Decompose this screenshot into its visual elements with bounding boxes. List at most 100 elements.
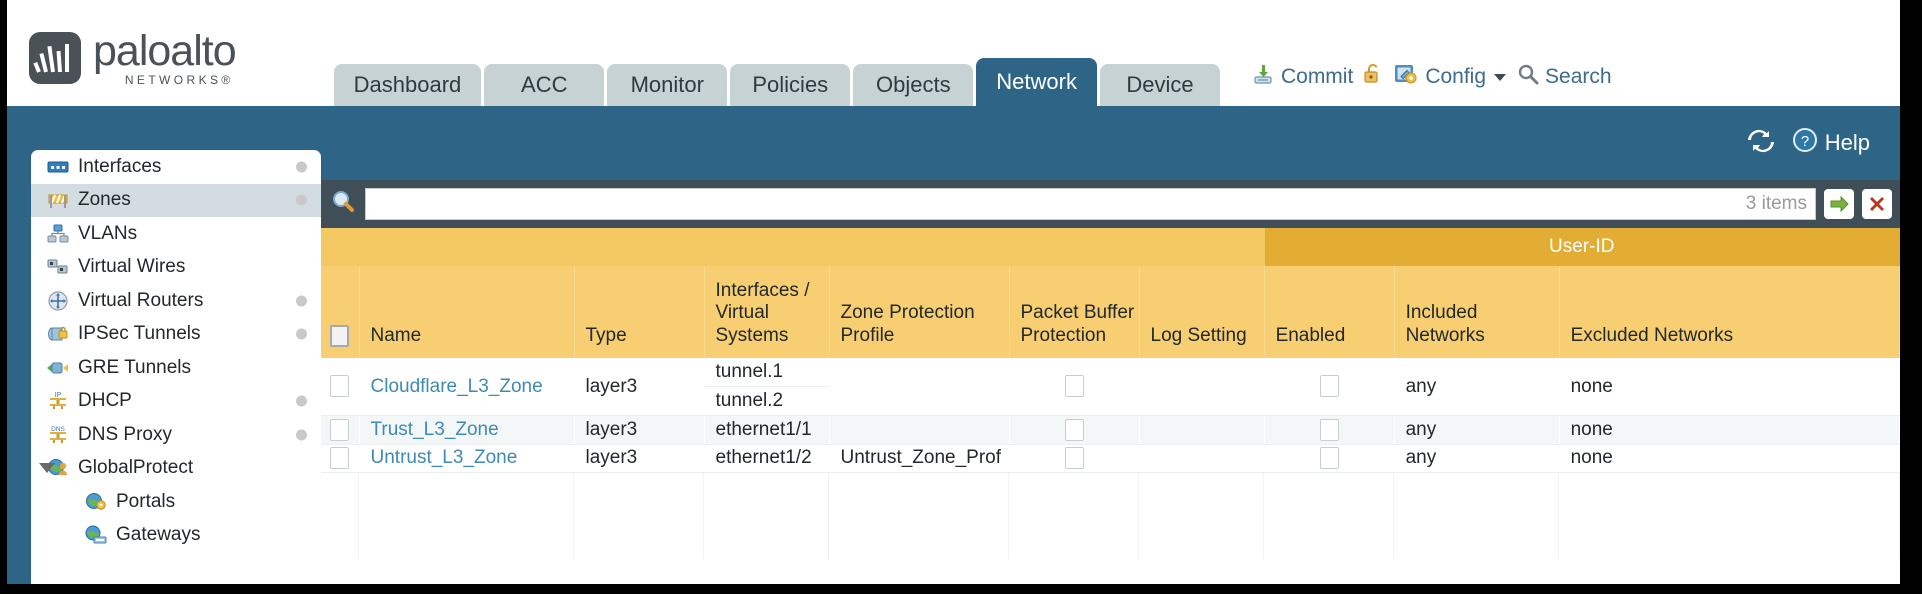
- col-header-type[interactable]: Type: [574, 266, 705, 358]
- sidebar-item-virtual-wires[interactable]: Virtual Wires: [31, 251, 321, 285]
- cell-interfaces: tunnel.1 tunnel.2: [704, 358, 830, 416]
- table-row[interactable]: Trust_L3_Zone layer3 ethernet1/1 any non…: [321, 415, 1901, 445]
- zone-name-link[interactable]: Untrust_L3_Zone: [370, 447, 518, 469]
- cell-packet-buffer-protection[interactable]: [1009, 415, 1140, 445]
- select-all-checkbox[interactable]: [330, 324, 350, 347]
- chevron-down-icon[interactable]: [39, 463, 55, 474]
- svg-text:IP: IP: [55, 392, 62, 399]
- commit-label: Commit: [1280, 65, 1354, 88]
- table-row[interactable]: Cloudflare_L3_Zone layer3 tunnel.1 tunne…: [321, 358, 1901, 416]
- sub-toolbar: ? Help: [7, 106, 1900, 180]
- paloalto-logo[interactable]: paloalto NETWORKS®: [29, 27, 237, 86]
- col-header-interfaces[interactable]: Interfaces / Virtual Systems: [704, 266, 830, 358]
- dhcp-icon: IP: [45, 390, 71, 412]
- commit-button[interactable]: Commit: [1251, 62, 1353, 92]
- tab-dashboard[interactable]: Dashboard: [333, 64, 482, 106]
- status-dot: [296, 395, 307, 407]
- cell-type: layer3: [574, 415, 705, 445]
- tab-objects[interactable]: Objects: [853, 64, 974, 106]
- row-checkbox[interactable]: [330, 375, 350, 398]
- table-row[interactable]: Untrust_L3_Zone layer3 ethernet1/2 Untru…: [321, 444, 1901, 473]
- status-dot: [296, 295, 307, 307]
- interface-entry: tunnel.2: [715, 389, 784, 411]
- select-all-header[interactable]: [321, 266, 360, 358]
- sidebar-item-portals[interactable]: Portals: [31, 485, 321, 519]
- sidebar-item-interfaces[interactable]: Interfaces: [31, 150, 321, 184]
- table-header-row: Name Type Interfaces / Virtual Systems Z…: [321, 266, 1901, 358]
- sidebar-item-vlans[interactable]: VLANs: [31, 217, 321, 251]
- userid-enabled-checkbox[interactable]: [1319, 375, 1339, 398]
- zone-name-link[interactable]: Trust_L3_Zone: [370, 418, 499, 440]
- lock-icon[interactable]: [1362, 62, 1384, 92]
- virtual-wires-icon: [45, 258, 71, 276]
- tab-policies[interactable]: Policies: [730, 64, 851, 106]
- cell-excluded-networks: none: [1559, 415, 1901, 445]
- sidebar-item-label: GRE Tunnels: [78, 356, 191, 378]
- cell-log-setting: [1139, 444, 1265, 473]
- top-right-actions: Commit C: [1251, 62, 1612, 92]
- row-select-cell[interactable]: [321, 358, 360, 416]
- help-button[interactable]: ? Help: [1792, 127, 1870, 159]
- chevron-down-icon: [1492, 65, 1508, 89]
- col-header-included-networks[interactable]: Included Networks: [1394, 266, 1560, 358]
- dns-proxy-icon: DNS: [45, 424, 71, 446]
- sidebar-item-dns-proxy[interactable]: DNS DNS Proxy: [31, 418, 321, 452]
- userid-enabled-checkbox[interactable]: [1319, 418, 1339, 441]
- packet-buffer-protection-checkbox[interactable]: [1064, 375, 1084, 398]
- tab-device[interactable]: Device: [1099, 64, 1220, 106]
- config-menu[interactable]: Config: [1393, 62, 1508, 92]
- apply-filter-button[interactable]: [1824, 189, 1854, 219]
- packet-buffer-protection-checkbox[interactable]: [1064, 447, 1084, 470]
- virtual-routers-icon: [45, 290, 71, 312]
- col-header-log-setting[interactable]: Log Setting: [1139, 266, 1265, 358]
- sidebar-item-globalprotect[interactable]: GlobalProtect: [31, 452, 321, 486]
- config-icon: [1393, 62, 1419, 92]
- red-x-icon: [1870, 197, 1884, 211]
- tab-monitor[interactable]: Monitor: [607, 64, 728, 106]
- search-menu-button[interactable]: Search: [1517, 63, 1612, 91]
- col-header-excluded-networks[interactable]: Excluded Networks: [1559, 266, 1901, 358]
- config-label: Config: [1425, 65, 1487, 88]
- userid-enabled-checkbox[interactable]: [1319, 447, 1339, 470]
- sidebar-item-dhcp[interactable]: IP DHCP: [31, 385, 321, 419]
- col-header-zone-protection-profile[interactable]: Zone Protection Profile: [829, 266, 1010, 358]
- zones-icon: [45, 191, 71, 209]
- tab-network[interactable]: Network: [976, 58, 1097, 106]
- zone-name-link[interactable]: Cloudflare_L3_Zone: [370, 375, 543, 397]
- col-header-packet-buffer-protection[interactable]: Packet Buffer Protection: [1009, 266, 1140, 358]
- sidebar-item-gre-tunnels[interactable]: GRE Tunnels: [31, 351, 321, 385]
- status-dot: [296, 194, 307, 206]
- cell-userid-enabled[interactable]: [1264, 444, 1395, 473]
- status-dot: [296, 429, 307, 441]
- cell-packet-buffer-protection[interactable]: [1009, 444, 1140, 473]
- sidebar-item-zones[interactable]: Zones: [31, 183, 321, 217]
- sidebar-item-gateways[interactable]: Gateways: [31, 519, 321, 553]
- brand-name: paloalto: [93, 27, 237, 75]
- cell-userid-enabled[interactable]: [1264, 358, 1395, 416]
- packet-buffer-protection-checkbox[interactable]: [1064, 418, 1084, 441]
- cell-zone-protection-profile: [829, 415, 1010, 445]
- col-header-name[interactable]: Name: [359, 266, 575, 358]
- sidebar-item-virtual-routers[interactable]: Virtual Routers: [31, 284, 321, 318]
- cell-userid-enabled[interactable]: [1264, 415, 1395, 445]
- filter-input-wrapper[interactable]: 3 items: [365, 188, 1816, 220]
- sidebar-item-ipsec-tunnels[interactable]: IPSec Tunnels: [31, 318, 321, 352]
- clear-filter-button[interactable]: [1862, 189, 1892, 219]
- sidebar-item-label: VLANs: [78, 222, 138, 244]
- green-arrow-icon: [1830, 195, 1849, 213]
- group-header-spacer: [321, 228, 1265, 266]
- cell-packet-buffer-protection[interactable]: [1009, 358, 1140, 416]
- col-header-enabled[interactable]: Enabled: [1264, 266, 1395, 358]
- refresh-icon[interactable]: [1746, 128, 1776, 159]
- search-icon[interactable]: [329, 188, 357, 221]
- row-checkbox[interactable]: [330, 447, 350, 470]
- cell-zone-protection-profile: Untrust_Zone_Prof: [829, 444, 1010, 473]
- row-select-cell[interactable]: [321, 444, 360, 473]
- tab-acc[interactable]: ACC: [484, 64, 605, 106]
- help-icon: ?: [1792, 127, 1818, 159]
- sidebar-item-label: Zones: [78, 189, 131, 211]
- cell-type: layer3: [574, 444, 705, 473]
- row-select-cell[interactable]: [321, 415, 360, 445]
- row-checkbox[interactable]: [330, 418, 350, 441]
